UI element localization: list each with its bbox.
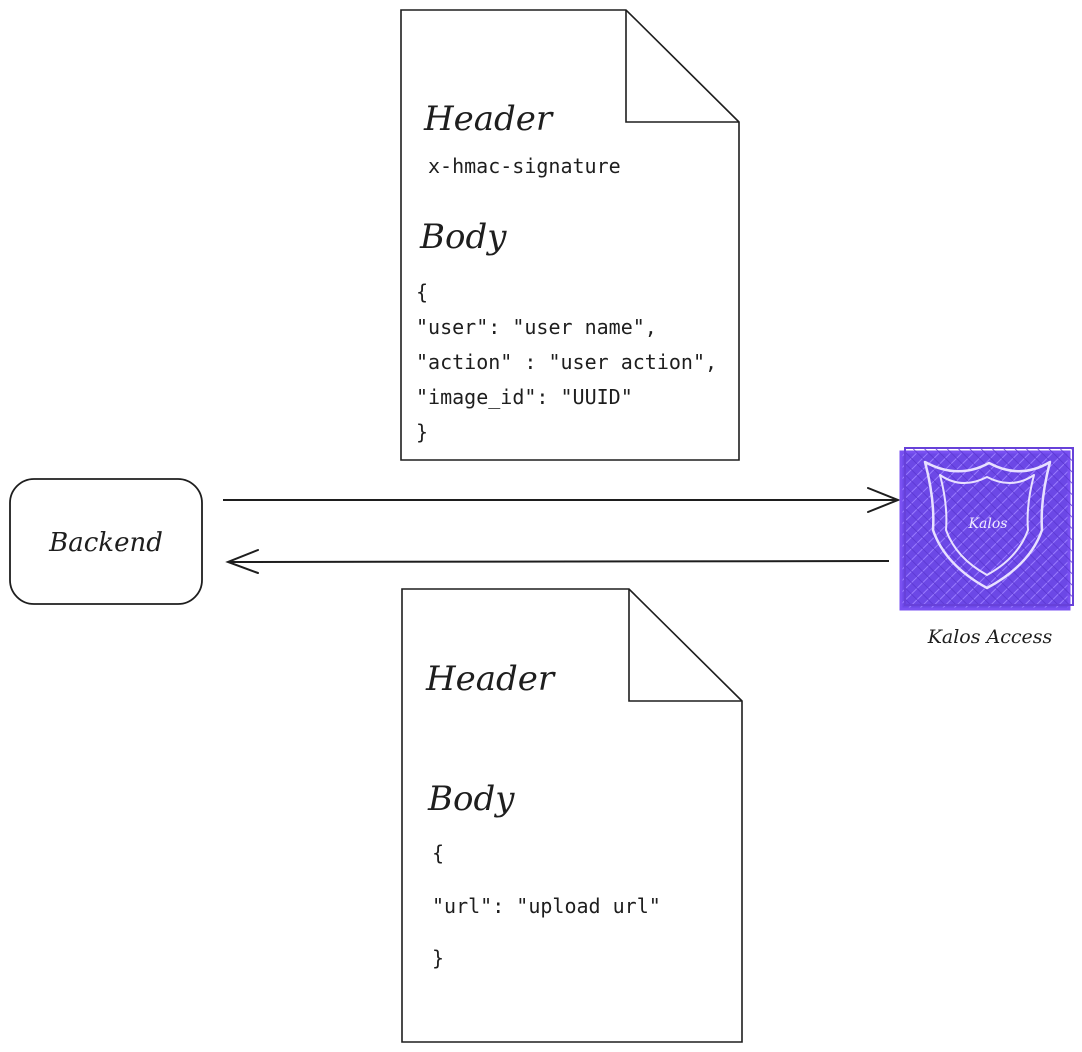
backend-node: Backend [9,478,203,605]
request-body-line: "user": "user name", [416,315,657,339]
response-body-line: "url": "upload url" [432,894,661,918]
kalos-logo-text: Kalos [968,516,1008,532]
request-header-field: x-hmac-signature [428,154,621,178]
request-body-line: } [416,420,428,444]
response-document: Header Body { "url": "upload url" } [401,588,743,1043]
backend-box [9,478,203,605]
response-arrow-line [227,560,890,563]
request-body-line: "image_id": "UUID" [416,385,633,409]
request-body-title: Body [419,217,507,257]
response-document-page [401,588,743,1043]
request-document: Header x-hmac-signature Body { "user": "… [400,9,740,461]
request-body-line: "action" : "user action", [416,350,717,374]
response-body-line: } [432,946,444,970]
request-arrow [223,487,901,513]
backend-label: Backend [48,528,163,558]
kalos-caption: Kalos Access [927,626,1053,648]
response-header-title: Header [425,659,556,699]
kalos-logo: Kalos [899,447,1074,611]
response-body-line: { [432,841,444,865]
request-document-fold [625,10,739,123]
request-arrow-head [867,487,901,513]
request-body-line: { [416,280,428,304]
response-document-fold [628,589,742,702]
response-arrow [225,549,890,574]
request-header-title: Header [423,99,554,139]
response-body-title: Body [427,779,515,819]
response-arrow-head [225,549,259,574]
shield-icon [923,460,1052,590]
